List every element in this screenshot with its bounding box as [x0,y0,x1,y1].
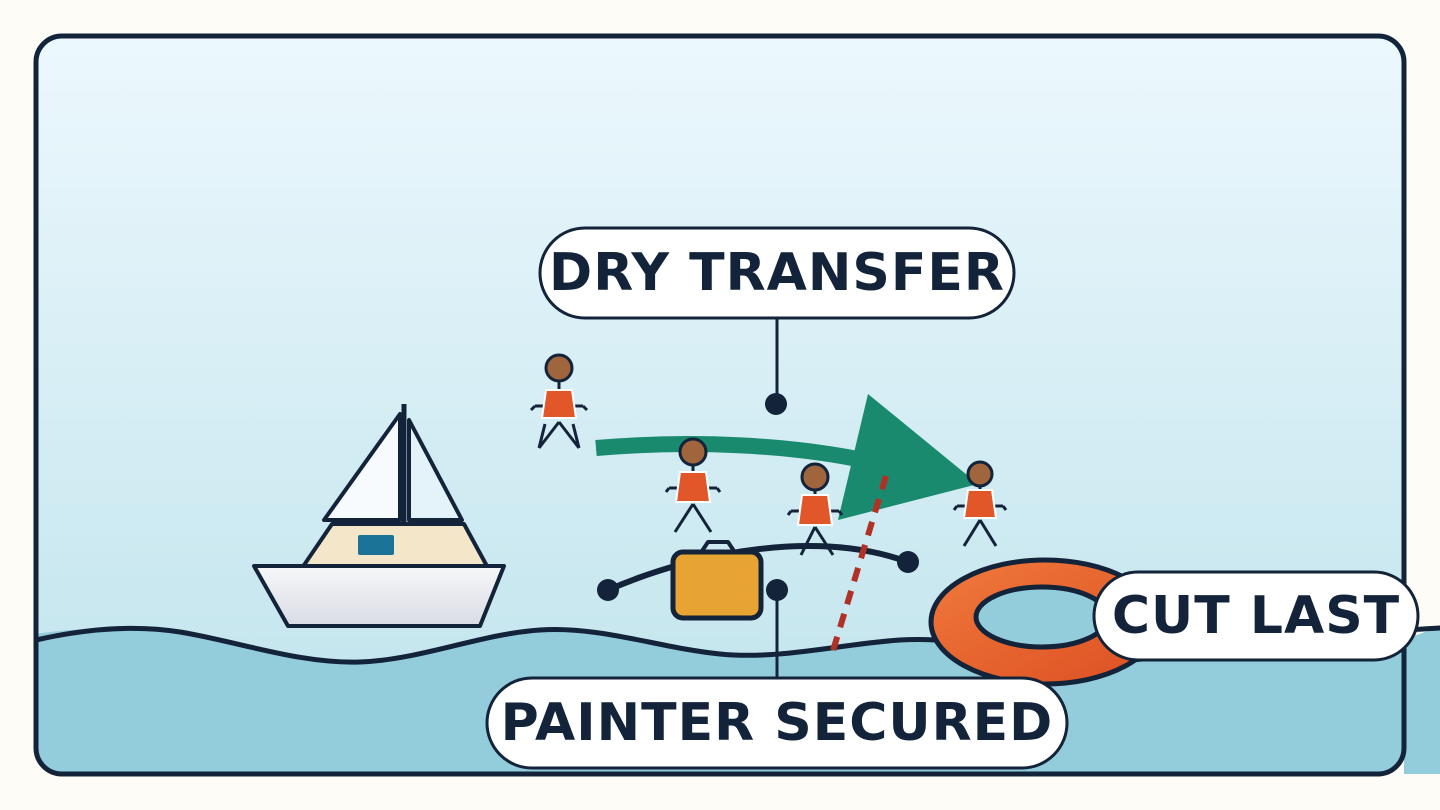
person-icon [664,437,722,533]
bag-icon [670,540,764,621]
painter-secured-label: PAINTER SECURED [501,693,1054,753]
cut-line-icon [829,475,889,655]
person-icon [529,353,589,449]
transfer-arrow-icon [595,394,978,520]
callout-painter-secured: PAINTER SECURED [485,676,1069,770]
scene-frame [33,33,1407,777]
person-icon [952,460,1008,547]
cabin-window [358,535,394,555]
callout-dry-transfer: DRY TRANSFER [538,226,1016,320]
leader-painter-secured [766,579,788,682]
sailboat-icon [252,404,506,628]
dry-transfer-label: DRY TRANSFER [549,243,1005,303]
person-icon [786,462,844,556]
painter-line-icon [597,543,919,601]
leader-dry-transfer [765,318,787,415]
water-right-extension [1404,628,1440,774]
cut-last-label: CUT LAST [1112,586,1400,646]
callout-cut-last: CUT LAST [1092,570,1420,662]
